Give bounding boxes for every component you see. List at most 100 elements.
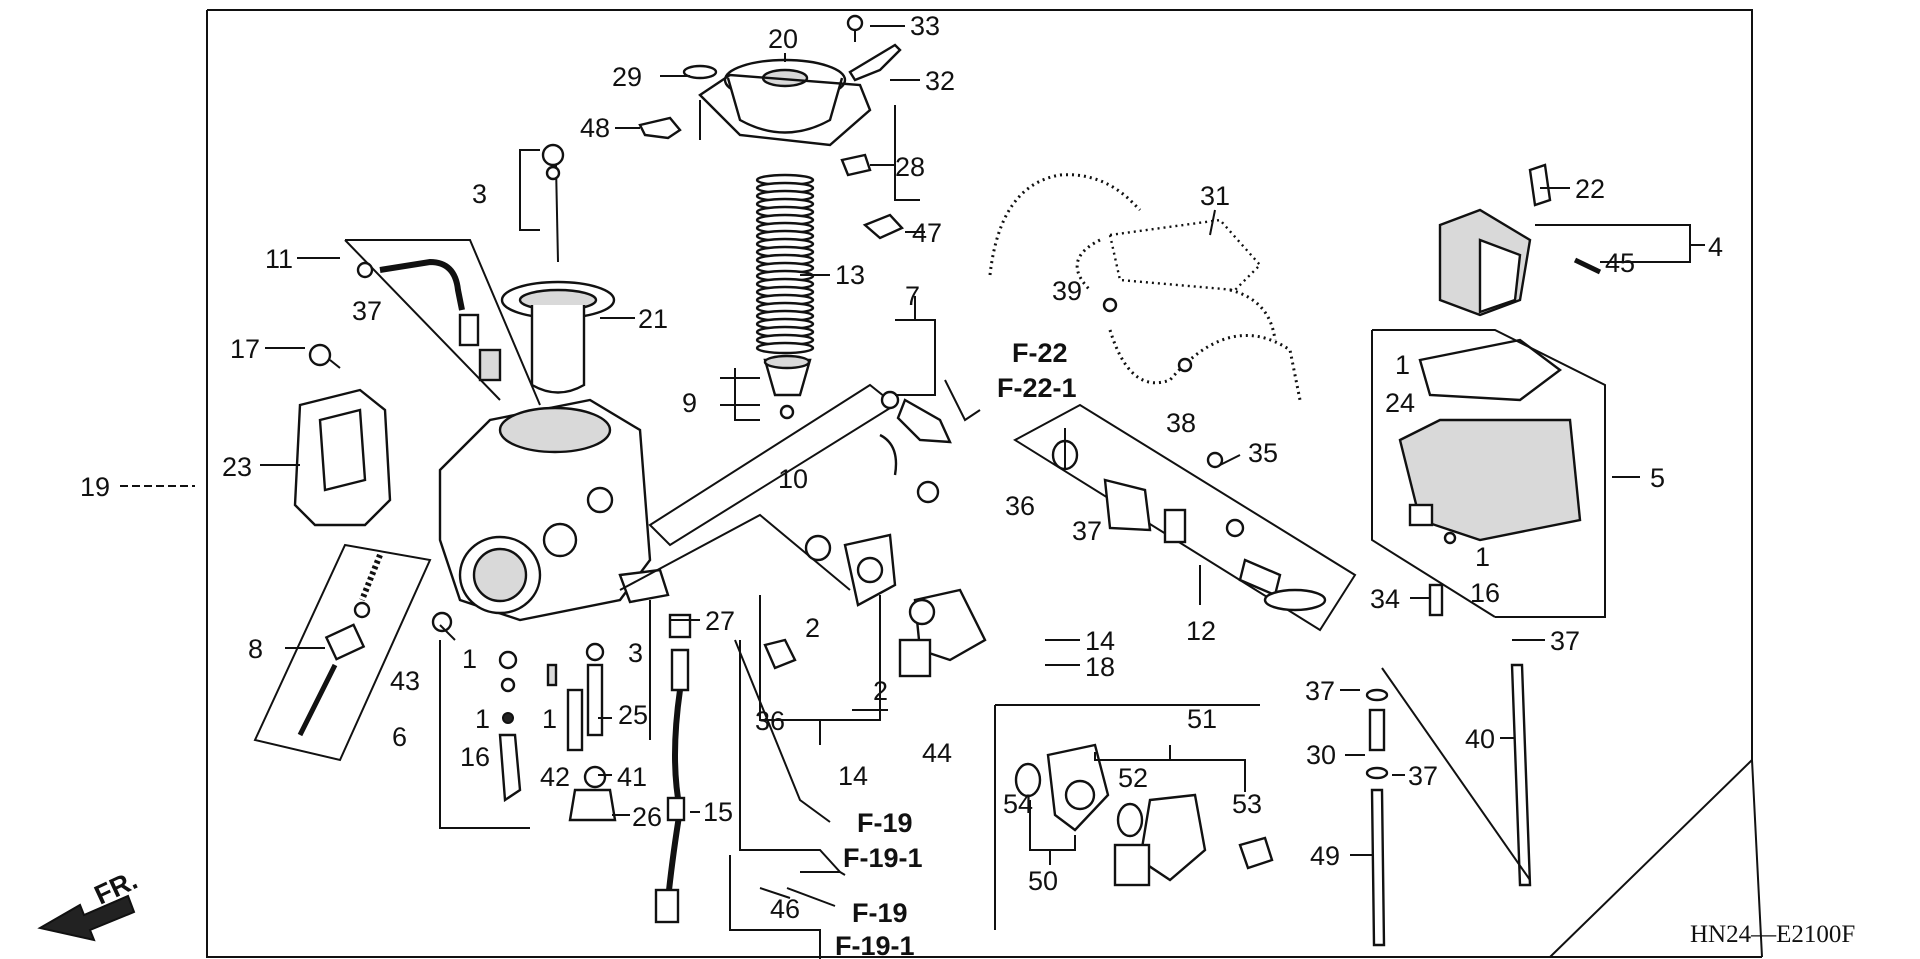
diagram-code: HN24—E2100F: [1690, 921, 1855, 948]
callout-2-a: 2: [805, 613, 820, 643]
callout-52: 52: [1118, 763, 1148, 793]
ref-f19-1-b: F-19-1: [835, 931, 915, 959]
callout-37-right-top: 37: [1550, 626, 1580, 656]
callout-8: 8: [248, 634, 263, 664]
callout-14-right: 14: [1085, 626, 1115, 656]
callout-30: 30: [1306, 740, 1336, 770]
callout-37-right-b: 37: [1408, 761, 1438, 791]
callout-17: 17: [230, 334, 260, 364]
throttle-position-sensor-51: [994, 704, 1274, 930]
ref-f19-1-a: F-19-1: [843, 843, 923, 873]
callout-49: 49: [1310, 841, 1340, 871]
callout-20: 20: [768, 24, 798, 54]
idle-sensor-7: [648, 383, 952, 547]
group-line-30: [1381, 667, 1531, 881]
diagram-frame: [206, 9, 1763, 958]
callout-3-top: 3: [472, 179, 487, 209]
callout-39: 39: [1052, 276, 1082, 306]
drain-tube-49: [1370, 788, 1386, 947]
screw-33: [846, 14, 864, 42]
bracket-32: [848, 43, 902, 82]
callout-35: 35: [1248, 438, 1278, 468]
callout-48: 48: [580, 113, 610, 143]
callout-9: 9: [682, 388, 697, 418]
callout-1-jet-c: 1: [542, 704, 557, 734]
callout-7: 7: [905, 281, 920, 311]
callout-23: 23: [222, 452, 252, 482]
callout-12: 12: [1186, 616, 1216, 646]
jet-set-6: [431, 611, 530, 829]
needle-jet-holder: [763, 354, 812, 420]
callout-26: 26: [632, 802, 662, 832]
callout-21: 21: [638, 304, 668, 334]
side-cover-23: [293, 388, 392, 527]
ref-f22-1: F-22-1: [997, 373, 1077, 403]
callout-15: 15: [703, 797, 733, 827]
front-label: FR.: [90, 865, 142, 911]
clamp-29: [682, 64, 718, 80]
callout-19: 19: [80, 472, 110, 502]
leader-lines: [120, 25, 1705, 959]
pilot-screw-set-8: [253, 543, 432, 762]
callout-41: 41: [617, 762, 647, 792]
accelerator-pump-assembly: [344, 239, 541, 406]
callout-46: 46: [770, 894, 800, 924]
callout-18: 18: [1085, 652, 1115, 682]
callout-6: 6: [392, 722, 407, 752]
callout-28: 28: [895, 152, 925, 182]
ref-f19-a: F-19: [857, 808, 913, 838]
callout-53: 53: [1232, 789, 1262, 819]
wire-harness-15: [654, 613, 692, 924]
screw-set-3: [541, 143, 565, 181]
callout-37-right-a: 37: [1305, 676, 1335, 706]
callout-40: 40: [1465, 724, 1495, 754]
callout-10: 10: [778, 464, 808, 494]
callout-1-chamber-bottom: 1: [1475, 542, 1490, 572]
callout-51: 51: [1187, 704, 1217, 734]
front-arrow-icon: [37, 894, 136, 942]
callout-22: 22: [1575, 174, 1605, 204]
callout-29: 29: [612, 62, 642, 92]
callout-36-top: 36: [1005, 491, 1035, 521]
callout-47: 47: [912, 218, 942, 248]
callout-31: 31: [1200, 181, 1230, 211]
callout-16-chamber: 16: [1470, 578, 1500, 608]
callout-44: 44: [922, 738, 952, 768]
diaphragm-piston: [500, 164, 616, 394]
starter-valve-group-12: [1013, 403, 1357, 632]
callout-32: 32: [925, 66, 955, 96]
joint-30: [1365, 688, 1389, 780]
float-chamber-5: [1371, 329, 1606, 618]
callout-1-jet-b: 1: [475, 704, 490, 734]
callout-24: 24: [1385, 388, 1415, 418]
callout-1-jet-a: 1: [462, 644, 477, 674]
callout-1-chamber-top: 1: [1395, 350, 1410, 380]
callouts: 33 20 29 32 48 28 3 47 11 13 37 21 7 17 …: [80, 11, 1723, 924]
callout-27: 27: [705, 606, 735, 636]
callout-11: 11: [265, 244, 293, 274]
callout-5: 5: [1650, 463, 1665, 493]
drain-tube-40: [1510, 663, 1532, 887]
callout-54: 54: [1003, 789, 1033, 819]
callout-4: 4: [1708, 232, 1723, 262]
callout-2-b: 2: [873, 676, 888, 706]
callout-16-jet: 16: [460, 742, 490, 772]
vent-hose-31: [988, 173, 1302, 401]
clip-47: [862, 213, 905, 240]
callout-34: 34: [1370, 584, 1400, 614]
callout-42: 42: [540, 762, 570, 792]
callout-45: 45: [1605, 248, 1635, 278]
callout-33: 33: [910, 11, 940, 41]
callout-13: 13: [835, 260, 865, 290]
carburetor-body: [438, 398, 670, 622]
callout-3-mid: 3: [628, 638, 643, 668]
callout-50: 50: [1028, 866, 1058, 896]
clip-48: [638, 116, 682, 140]
callout-38: 38: [1166, 408, 1196, 438]
ref-f19-b: F-19: [852, 898, 908, 928]
callout-43: 43: [390, 666, 420, 696]
callout-36-bottom: 36: [755, 706, 785, 736]
spring-coil: [755, 341, 815, 355]
vacuum-valve-4: [1438, 163, 1602, 317]
float-pin-and-jets: [546, 642, 617, 822]
